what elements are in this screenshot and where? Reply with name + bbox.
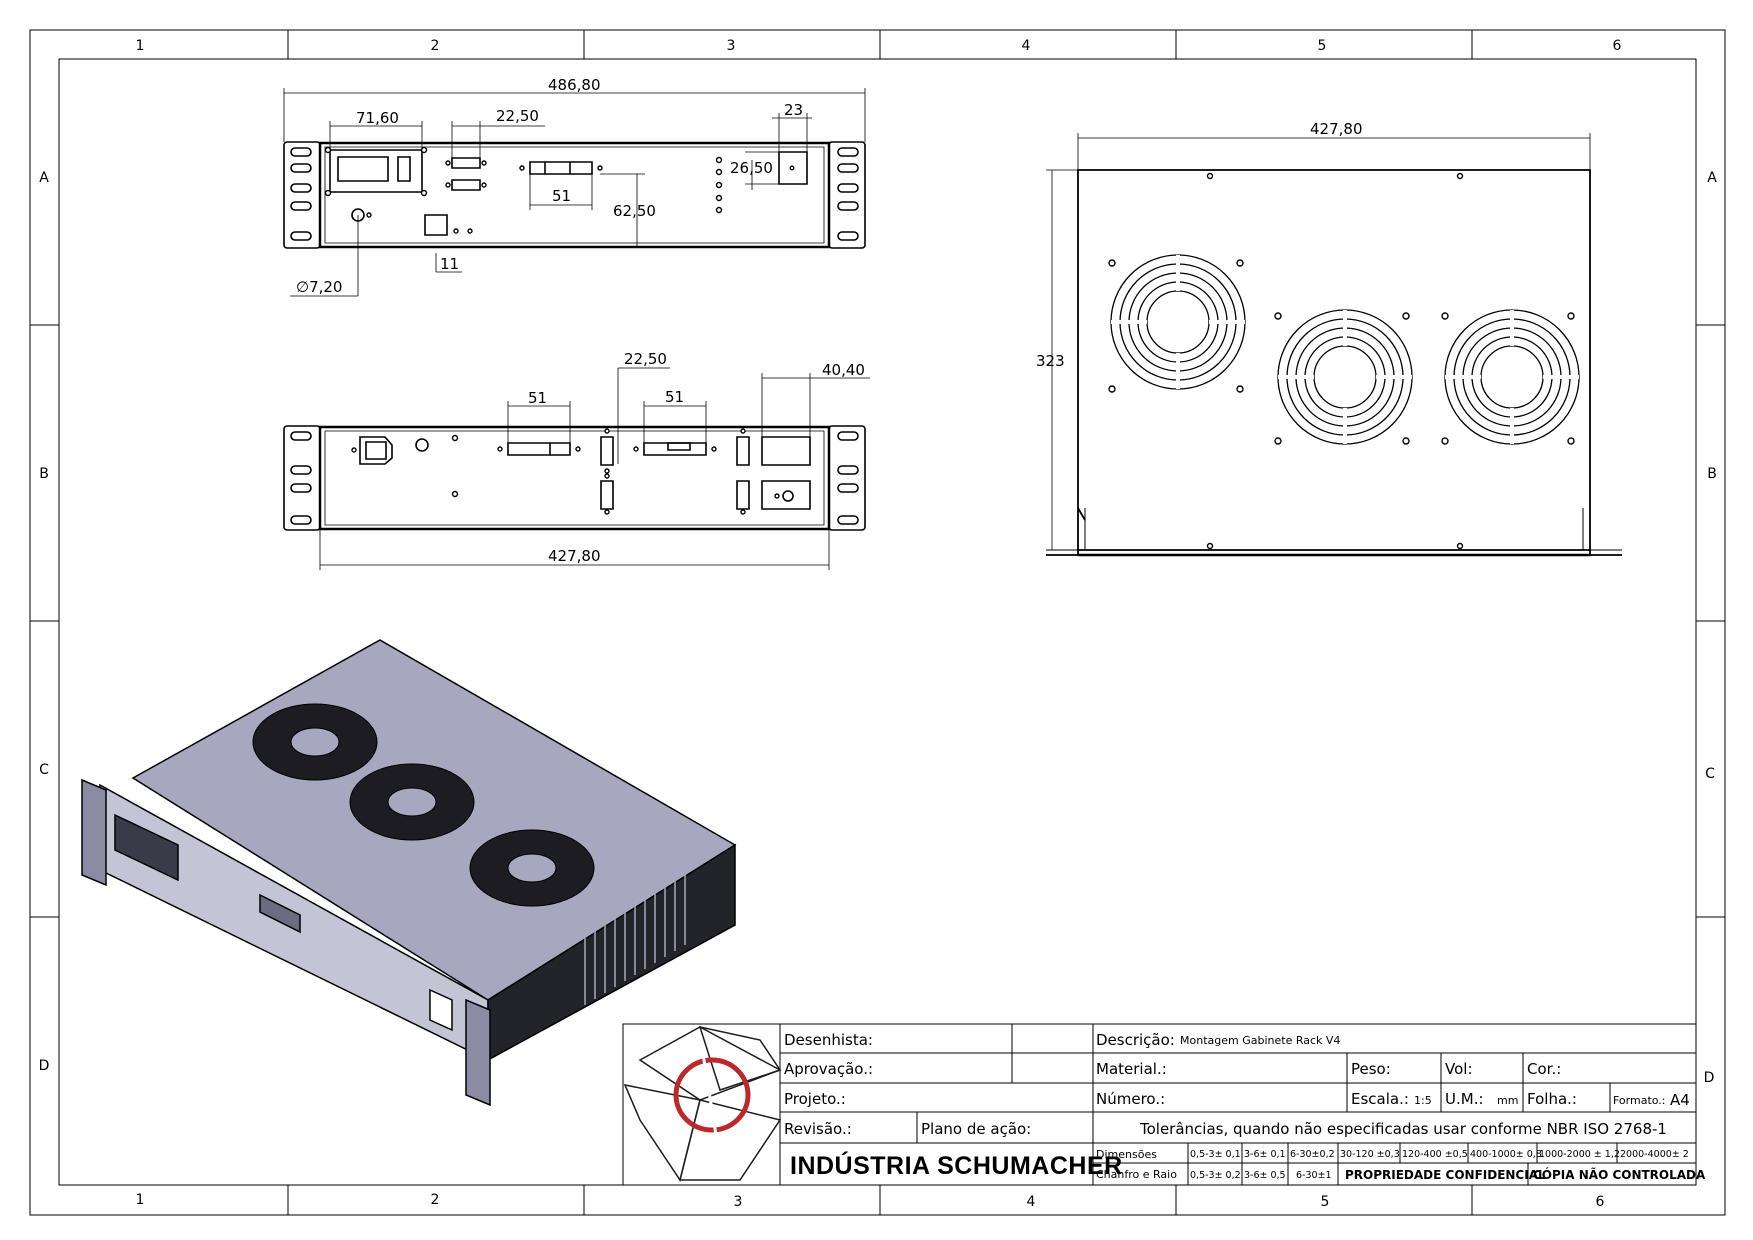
unit-label: U.M.: xyxy=(1445,1090,1484,1108)
tolerance-dim: 6-30±0,2 xyxy=(1290,1149,1335,1160)
tolerance-dim: 30-120 ±0,3 xyxy=(1340,1149,1400,1160)
col-label: 1 xyxy=(136,1192,145,1208)
dim-label: 11 xyxy=(440,255,459,273)
dim-label: 427,80 xyxy=(548,547,601,565)
row-label: D xyxy=(39,1058,50,1074)
isometric-fan-hubs xyxy=(290,727,557,883)
col-label: 3 xyxy=(727,38,736,54)
row-label: D xyxy=(1704,1070,1715,1086)
col-label: 4 xyxy=(1022,38,1031,54)
dim-label: 51 xyxy=(528,389,547,407)
row-label: A xyxy=(39,170,49,186)
weight-label: Peso: xyxy=(1351,1060,1391,1078)
dim-label: 51 xyxy=(552,187,571,205)
format-label: Formato.: xyxy=(1613,1094,1666,1107)
description-value: Montagem Gabinete Rack V4 xyxy=(1180,1034,1340,1047)
color-label: Cor.: xyxy=(1527,1060,1561,1078)
col-label: 4 xyxy=(1027,1194,1036,1210)
dim-label: 71,60 xyxy=(356,109,399,127)
confidential-label: PROPRIEDADE CONFIDENCIAL xyxy=(1345,1168,1546,1182)
tolerance-chamfer: 6-30±1 xyxy=(1296,1170,1332,1181)
col-label: 1 xyxy=(136,38,145,54)
dim-label: 23 xyxy=(784,101,803,119)
dim-label: 486,80 xyxy=(548,76,601,94)
dim-label: 22,50 xyxy=(496,107,539,125)
tolerance-note: Tolerâncias, quando não especificadas us… xyxy=(1139,1120,1667,1138)
title-block-lines xyxy=(623,1024,1696,1185)
column-labels-bottom: 1 2 3 4 5 6 xyxy=(136,1192,1605,1210)
col-label: 6 xyxy=(1596,1194,1605,1210)
top-view-dim-text: 427,80 323 xyxy=(1036,120,1363,370)
approval-label: Aprovação.: xyxy=(784,1060,873,1078)
title-block-text: Desenhista: Aprovação.: Projeto.: Revisã… xyxy=(784,1031,1690,1138)
tolerance-values: 0,5-3± 0,1 3-6± 0,1 6-30±0,2 30-120 ±0,3… xyxy=(1190,1149,1689,1181)
company-name: INDÚSTRIA SCHUMACHER xyxy=(790,1150,1123,1180)
rear-view-dimensions xyxy=(320,368,870,570)
isometric-vents xyxy=(585,874,685,1005)
col-label: 2 xyxy=(431,38,440,54)
col-label: 2 xyxy=(431,1192,440,1208)
material-label: Material.: xyxy=(1096,1060,1167,1078)
project-label: Projeto.: xyxy=(784,1090,846,1108)
action-plan-label: Plano de ação: xyxy=(921,1120,1031,1138)
top-view-holes xyxy=(1109,174,1574,549)
number-label: Número.: xyxy=(1096,1090,1165,1108)
dim-label: 22,50 xyxy=(624,350,667,368)
tolerance-dim: 0,5-3± 0,1 xyxy=(1190,1149,1241,1160)
tolerance-dim: 400-1000± 0,8 xyxy=(1470,1149,1542,1160)
dimensions-label: Dimensões xyxy=(1096,1148,1157,1161)
dim-label: 40,40 xyxy=(822,361,865,379)
dim-label: 62,50 xyxy=(613,202,656,220)
title-block-bold-text: PROPRIEDADE CONFIDENCIAL CÓPIA NÃO CONTR… xyxy=(1345,1167,1706,1182)
row-label: C xyxy=(39,762,49,778)
sheet-label: Folha.: xyxy=(1527,1090,1577,1108)
row-label: B xyxy=(1707,466,1717,482)
front-view-dimensions xyxy=(284,88,865,296)
dim-label: ∅7,20 xyxy=(296,278,342,296)
front-view xyxy=(284,142,865,248)
unit-value: mm xyxy=(1497,1094,1518,1107)
tolerance-dim: 2000-4000± 2 xyxy=(1620,1149,1689,1160)
rear-view-dim-text: 22,50 51 51 40,40 427,80 xyxy=(528,350,865,565)
row-labels-right: A B C D xyxy=(1704,170,1718,1086)
col-label: 5 xyxy=(1321,1194,1330,1210)
dim-label: 323 xyxy=(1036,352,1065,370)
row-label: B xyxy=(39,466,49,482)
column-labels-top: 1 2 3 4 5 6 xyxy=(136,38,1622,54)
front-view-holes xyxy=(326,148,794,234)
col-label: 6 xyxy=(1613,38,1622,54)
tolerance-dim: 1000-2000 ± 1,2 xyxy=(1539,1149,1620,1160)
rear-view-holes xyxy=(352,429,779,514)
uncontrolled-label: CÓPIA NÃO CONTROLADA xyxy=(1533,1167,1706,1182)
tolerance-dim: 3-6± 0,1 xyxy=(1244,1149,1286,1160)
col-label: 3 xyxy=(734,1194,743,1210)
rear-view xyxy=(284,426,865,530)
revision-label: Revisão.: xyxy=(784,1120,852,1138)
tolerance-dim: 120-400 ±0,5 xyxy=(1402,1149,1468,1160)
row-labels-left: A B C D xyxy=(39,170,50,1074)
dim-label: 51 xyxy=(665,388,684,406)
tolerance-chamfer: 3-6± 0,5 xyxy=(1244,1170,1286,1181)
front-view-dim-text: 486,80 71,60 22,50 23 26,50 51 62,50 ∅7,… xyxy=(296,76,803,296)
title-block-small-text: Montagem Gabinete Rack V4 1:5 mm Formato… xyxy=(1096,1034,1666,1181)
description-label: Descrição: xyxy=(1096,1031,1175,1049)
col-label: 5 xyxy=(1318,38,1327,54)
top-view xyxy=(1046,170,1622,555)
scale-label: Escala.: xyxy=(1351,1090,1409,1108)
top-view-dimensions xyxy=(1046,133,1590,550)
company-logo xyxy=(625,1027,780,1180)
row-label: A xyxy=(1707,170,1717,186)
chamfer-label: Chanfro e Raio xyxy=(1096,1168,1177,1181)
dim-label: 427,80 xyxy=(1310,120,1363,138)
designer-label: Desenhista: xyxy=(784,1031,873,1049)
tolerance-chamfer: 0,5-3± 0,2 xyxy=(1190,1170,1241,1181)
scale-value: 1:5 xyxy=(1414,1094,1432,1107)
dim-label: 26,50 xyxy=(730,159,773,177)
top-view-fans xyxy=(1111,255,1579,444)
row-label: C xyxy=(1705,766,1715,782)
format-value: A4 xyxy=(1670,1091,1690,1109)
volume-label: Vol: xyxy=(1445,1060,1473,1078)
